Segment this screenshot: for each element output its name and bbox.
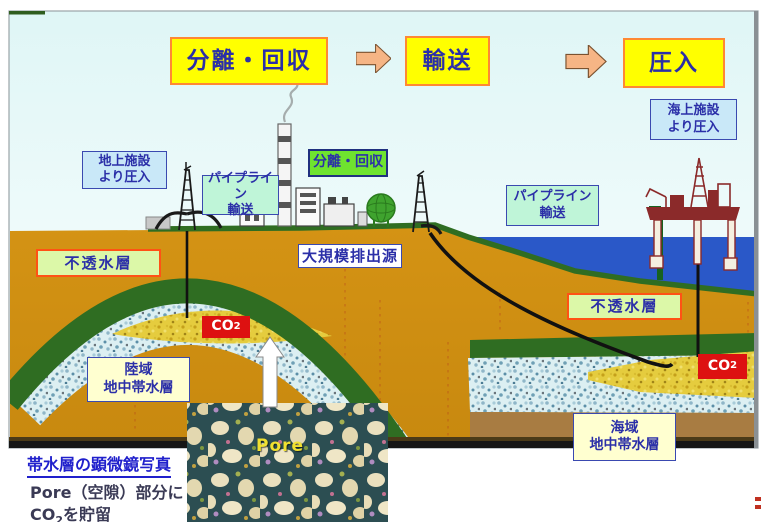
label-offshore-injection-line1: 海上施設 <box>667 103 720 119</box>
label-pipeline-left-line1: パイプライン <box>207 170 273 202</box>
label-pipeline-left-line2: 輸送 <box>227 203 254 219</box>
caption-pore-line-text: Pore（空隙）部分に <box>30 483 184 502</box>
label-offshore-injection: 海上施設 より圧入 <box>650 99 737 140</box>
flow-step-injection: 圧入 <box>623 38 725 88</box>
label-offshore-injection-line2: より圧入 <box>667 119 720 135</box>
pore-label: Pore <box>256 436 304 456</box>
label-land-injection: 地上施設 より圧入 <box>82 151 167 189</box>
caption-micrograph-title-text: 帯水層の顕微鏡写真 <box>27 455 172 474</box>
caption-micrograph-title: 帯水層の顕微鏡写真 <box>27 451 172 478</box>
label-emission-source-text: 大規模排出源 <box>301 246 398 265</box>
label-cap-rock-right: 不透水層 <box>567 293 682 320</box>
caption-co2-line: CO2を貯留 <box>30 501 111 522</box>
flow-arrow-1-icon <box>356 44 391 73</box>
caption-co2-line-sub: 2 <box>55 514 63 522</box>
label-land-aquifer-line1: 陸域 <box>124 362 153 378</box>
label-pipeline-right: パイプライン 輸送 <box>506 185 599 226</box>
offshore-rig-icon <box>645 157 740 357</box>
co2-badge-sea-sub: 2 <box>730 360 738 372</box>
frame-corner-mark <box>9 11 45 15</box>
caption-pore-line: Pore（空隙）部分に <box>30 479 183 503</box>
sea <box>468 237 757 294</box>
pore-label-text: Pore <box>256 436 305 456</box>
label-sea-aquifer-line2: 地中帯水層 <box>589 437 660 453</box>
red-tick-1 <box>755 497 761 501</box>
surface-vegetation <box>147 222 757 297</box>
flow-arrow-2-icon <box>565 45 607 78</box>
flow-step-injection-label: 圧入 <box>649 49 699 76</box>
label-cap-rock-right-text: 不透水層 <box>590 297 659 316</box>
smoke-icon <box>282 81 299 123</box>
label-emission-source: 大規模排出源 <box>298 244 402 268</box>
label-land-aquifer: 陸域 地中帯水層 <box>87 357 190 402</box>
label-sea-aquifer: 海域 地中帯水層 <box>573 413 676 461</box>
label-separation-capture-text: 分離・回収 <box>313 154 383 171</box>
co2-badge-sea-text: CO <box>707 357 731 374</box>
label-cap-rock-left-text: 不透水層 <box>64 253 133 272</box>
flow-step-separation-label: 分離・回収 <box>186 47 312 74</box>
label-pipeline-right-line2: 輸送 <box>539 205 566 221</box>
aquifer-micrograph <box>187 403 388 522</box>
label-separation-capture: 分離・回収 <box>308 149 388 177</box>
spherical-gas-tank-icon <box>366 193 396 227</box>
label-cap-rock-left: 不透水層 <box>36 249 161 277</box>
flow-step-transport: 輸送 <box>405 36 490 86</box>
label-pipeline-right-line1: パイプライン <box>513 189 592 205</box>
sea-cap-rock <box>470 333 757 358</box>
frame-right-shade <box>754 11 758 448</box>
flow-step-separation: 分離・回収 <box>170 37 328 85</box>
red-tick-2 <box>755 505 761 509</box>
label-land-aquifer-line2: 地中帯水層 <box>103 379 174 396</box>
derrick-right-icon <box>412 170 443 235</box>
flow-step-transport-label: 輸送 <box>422 47 473 74</box>
label-land-injection-line1: 地上施設 <box>98 153 151 169</box>
deviated-well-pipeline <box>428 231 674 368</box>
caption-co2-line-post: を貯留 <box>63 505 112 522</box>
label-pipeline-left: パイプライン 輸送 <box>202 171 279 218</box>
label-sea-aquifer-line1: 海域 <box>610 419 639 436</box>
co2-badge-land-text: CO <box>211 318 234 335</box>
caption-co2-line-main: CO <box>30 505 56 522</box>
co2-badge-land-sub: 2 <box>233 320 241 332</box>
label-land-injection-line2: より圧入 <box>98 170 151 185</box>
land-cap-rock <box>10 278 409 440</box>
pore-zoom-arrow-icon <box>255 336 285 408</box>
